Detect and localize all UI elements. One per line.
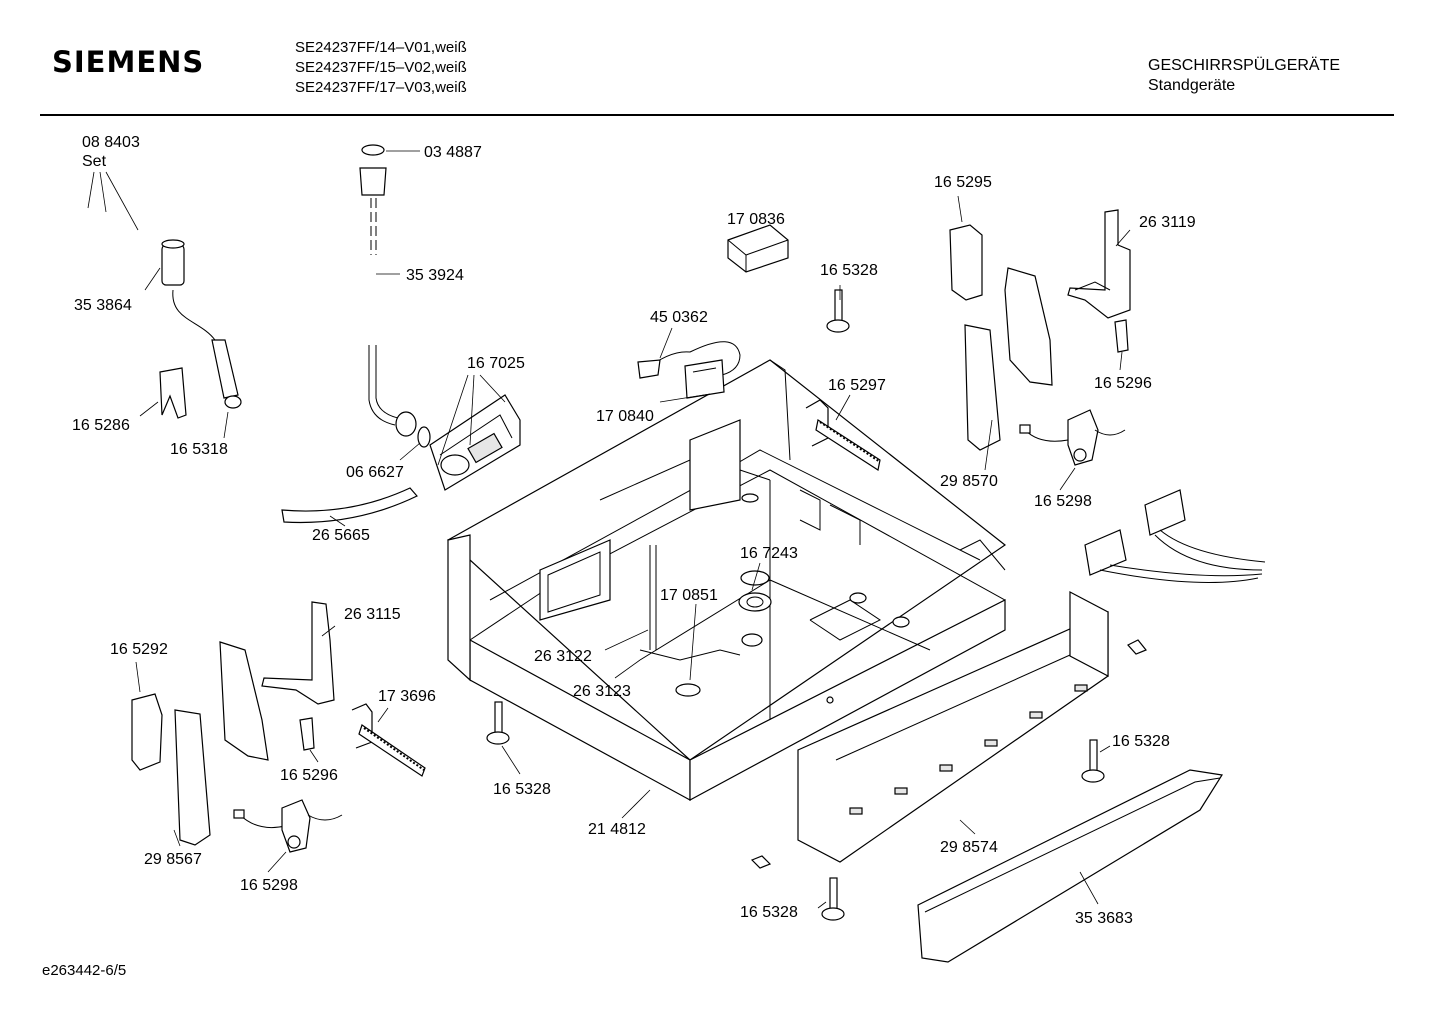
bracket-part-165295 [949,224,983,301]
label-298567: 29 8567 [144,851,202,868]
label-173696: 17 3696 [378,688,436,705]
label-170836: 17 0836 [727,211,785,228]
label-165328b: 16 5328 [493,781,551,798]
brand-logo: SIEMENS [52,45,205,79]
grommet-part [738,570,772,612]
model-line: SE24237FF/14–V01,weiß [295,39,467,56]
label-298574: 29 8574 [940,839,998,856]
drawing-code: e263442-6/5 [42,962,127,979]
drain-hose-part [281,487,418,524]
connector-part-170836 [727,224,789,273]
connector-block-part [1084,489,1266,583]
label-165328a: 16 5328 [820,262,878,279]
screw-part-b [486,701,510,745]
label-167243: 16 7243 [740,545,798,562]
category-subtitle: Standgeräte [1148,77,1236,94]
label-165298b: 16 5298 [240,877,298,894]
heater-part-165297 [805,399,881,471]
category-block: GESCHIRRSPÜLGERÄTE Standgeräte [1148,56,1340,96]
wire-harness-part [637,341,741,399]
hose-set-part [161,239,242,409]
bracket-part-263115 [261,601,335,705]
screw-part-a [826,289,850,333]
cover-part-165292 [131,693,163,771]
label-167025: 16 7025 [467,355,525,372]
label-450362: 45 0362 [650,309,708,326]
bracket-part-298570 [964,267,1053,451]
float-part [639,649,741,697]
heater-part-173696 [351,703,426,777]
label-353683: 35 3683 [1075,910,1133,927]
label-353924: 35 3924 [406,267,464,284]
label-263123: 26 3123 [573,683,631,700]
clip-part-165286 [159,367,187,419]
label-066627: 06 6627 [346,464,404,481]
label-165328d: 16 5328 [740,904,798,921]
label-298570: 29 8570 [940,473,998,490]
bracket-part-263119 [1067,209,1131,319]
label-263115: 26 3115 [344,606,401,623]
category-title: GESCHIRRSPÜLGERÄTE [1148,57,1341,74]
model-line: SE24237FF/15–V02,weiß [295,59,467,76]
label-263119: 26 3119 [1139,214,1196,231]
small-screw-part [750,639,1147,869]
label-170840: 17 0840 [596,408,654,425]
label-165297: 16 5297 [828,377,886,394]
label-165296a: 16 5296 [1094,375,1152,392]
screw-part-d [821,877,845,921]
label-214812: 21 4812 [588,821,646,838]
label-165328c: 16 5328 [1112,733,1170,750]
inlet-hose-part [359,144,431,448]
model-line: SE24237FF/17–V03,weiß [295,79,467,96]
label-165292: 16 5292 [110,641,168,658]
label-165286: 16 5286 [72,417,130,434]
pump-part-165298a [1019,409,1126,466]
screw-part-c [1081,739,1105,783]
label-165296b: 16 5296 [280,767,338,784]
part-labels: 08 8403 Set 35 3864 16 5286 16 5318 03 4… [72,134,1196,927]
bracket-part-298567 [174,641,269,846]
label-set: Set [82,153,107,170]
label-353864: 35 3864 [74,297,132,314]
label-265665: 26 5665 [312,527,370,544]
clip-part-165296a [1114,319,1129,353]
water-valve-part [429,394,521,491]
label-165318: 16 5318 [170,441,228,458]
label-165298a: 16 5298 [1034,493,1092,510]
label-034887: 03 4887 [424,144,482,161]
kickplate-part-298574 [797,591,1109,863]
model-list: SE24237FF/14–V01,weiß SE24237FF/15–V02,w… [295,38,467,98]
label-263122: 26 3122 [534,648,592,665]
plinth-part-353683 [917,769,1223,963]
label-088403: 08 8403 [82,134,140,151]
pump-part-165298b [233,799,343,853]
header-divider [40,114,1394,116]
label-165295: 16 5295 [934,174,992,191]
clip-part-165296b [299,717,315,751]
leader-lines [87,150,1131,909]
label-170851: 17 0851 [660,587,718,604]
